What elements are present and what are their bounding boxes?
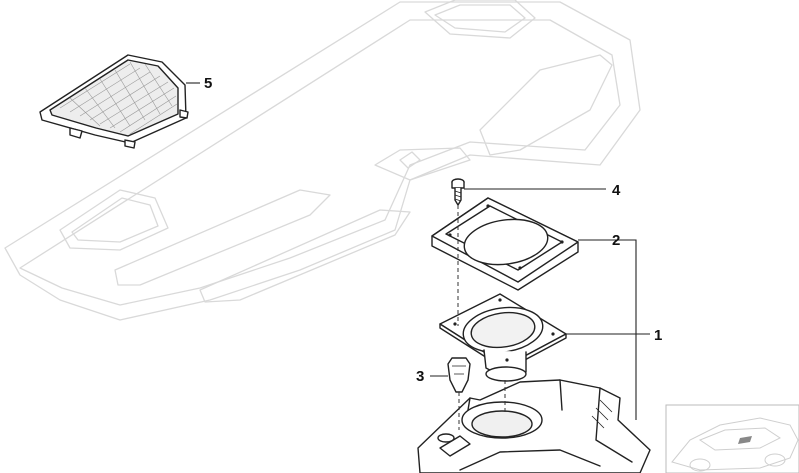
callout-5: 5 xyxy=(204,75,212,92)
callout-4: 4 xyxy=(612,182,621,199)
speaker xyxy=(439,293,567,382)
assembly-lines xyxy=(457,205,506,430)
screw xyxy=(451,178,465,206)
vehicle-thumbnail xyxy=(665,404,799,473)
leader-lines xyxy=(186,82,650,420)
clip xyxy=(447,357,471,393)
callout-2: 2 xyxy=(612,232,620,249)
callout-3: 3 xyxy=(416,368,424,385)
speaker-housing xyxy=(417,379,651,473)
parcel-shelf xyxy=(4,0,641,321)
grille-cover xyxy=(39,54,189,149)
callout-1: 1 xyxy=(654,327,662,344)
speaker-frame xyxy=(431,197,579,291)
